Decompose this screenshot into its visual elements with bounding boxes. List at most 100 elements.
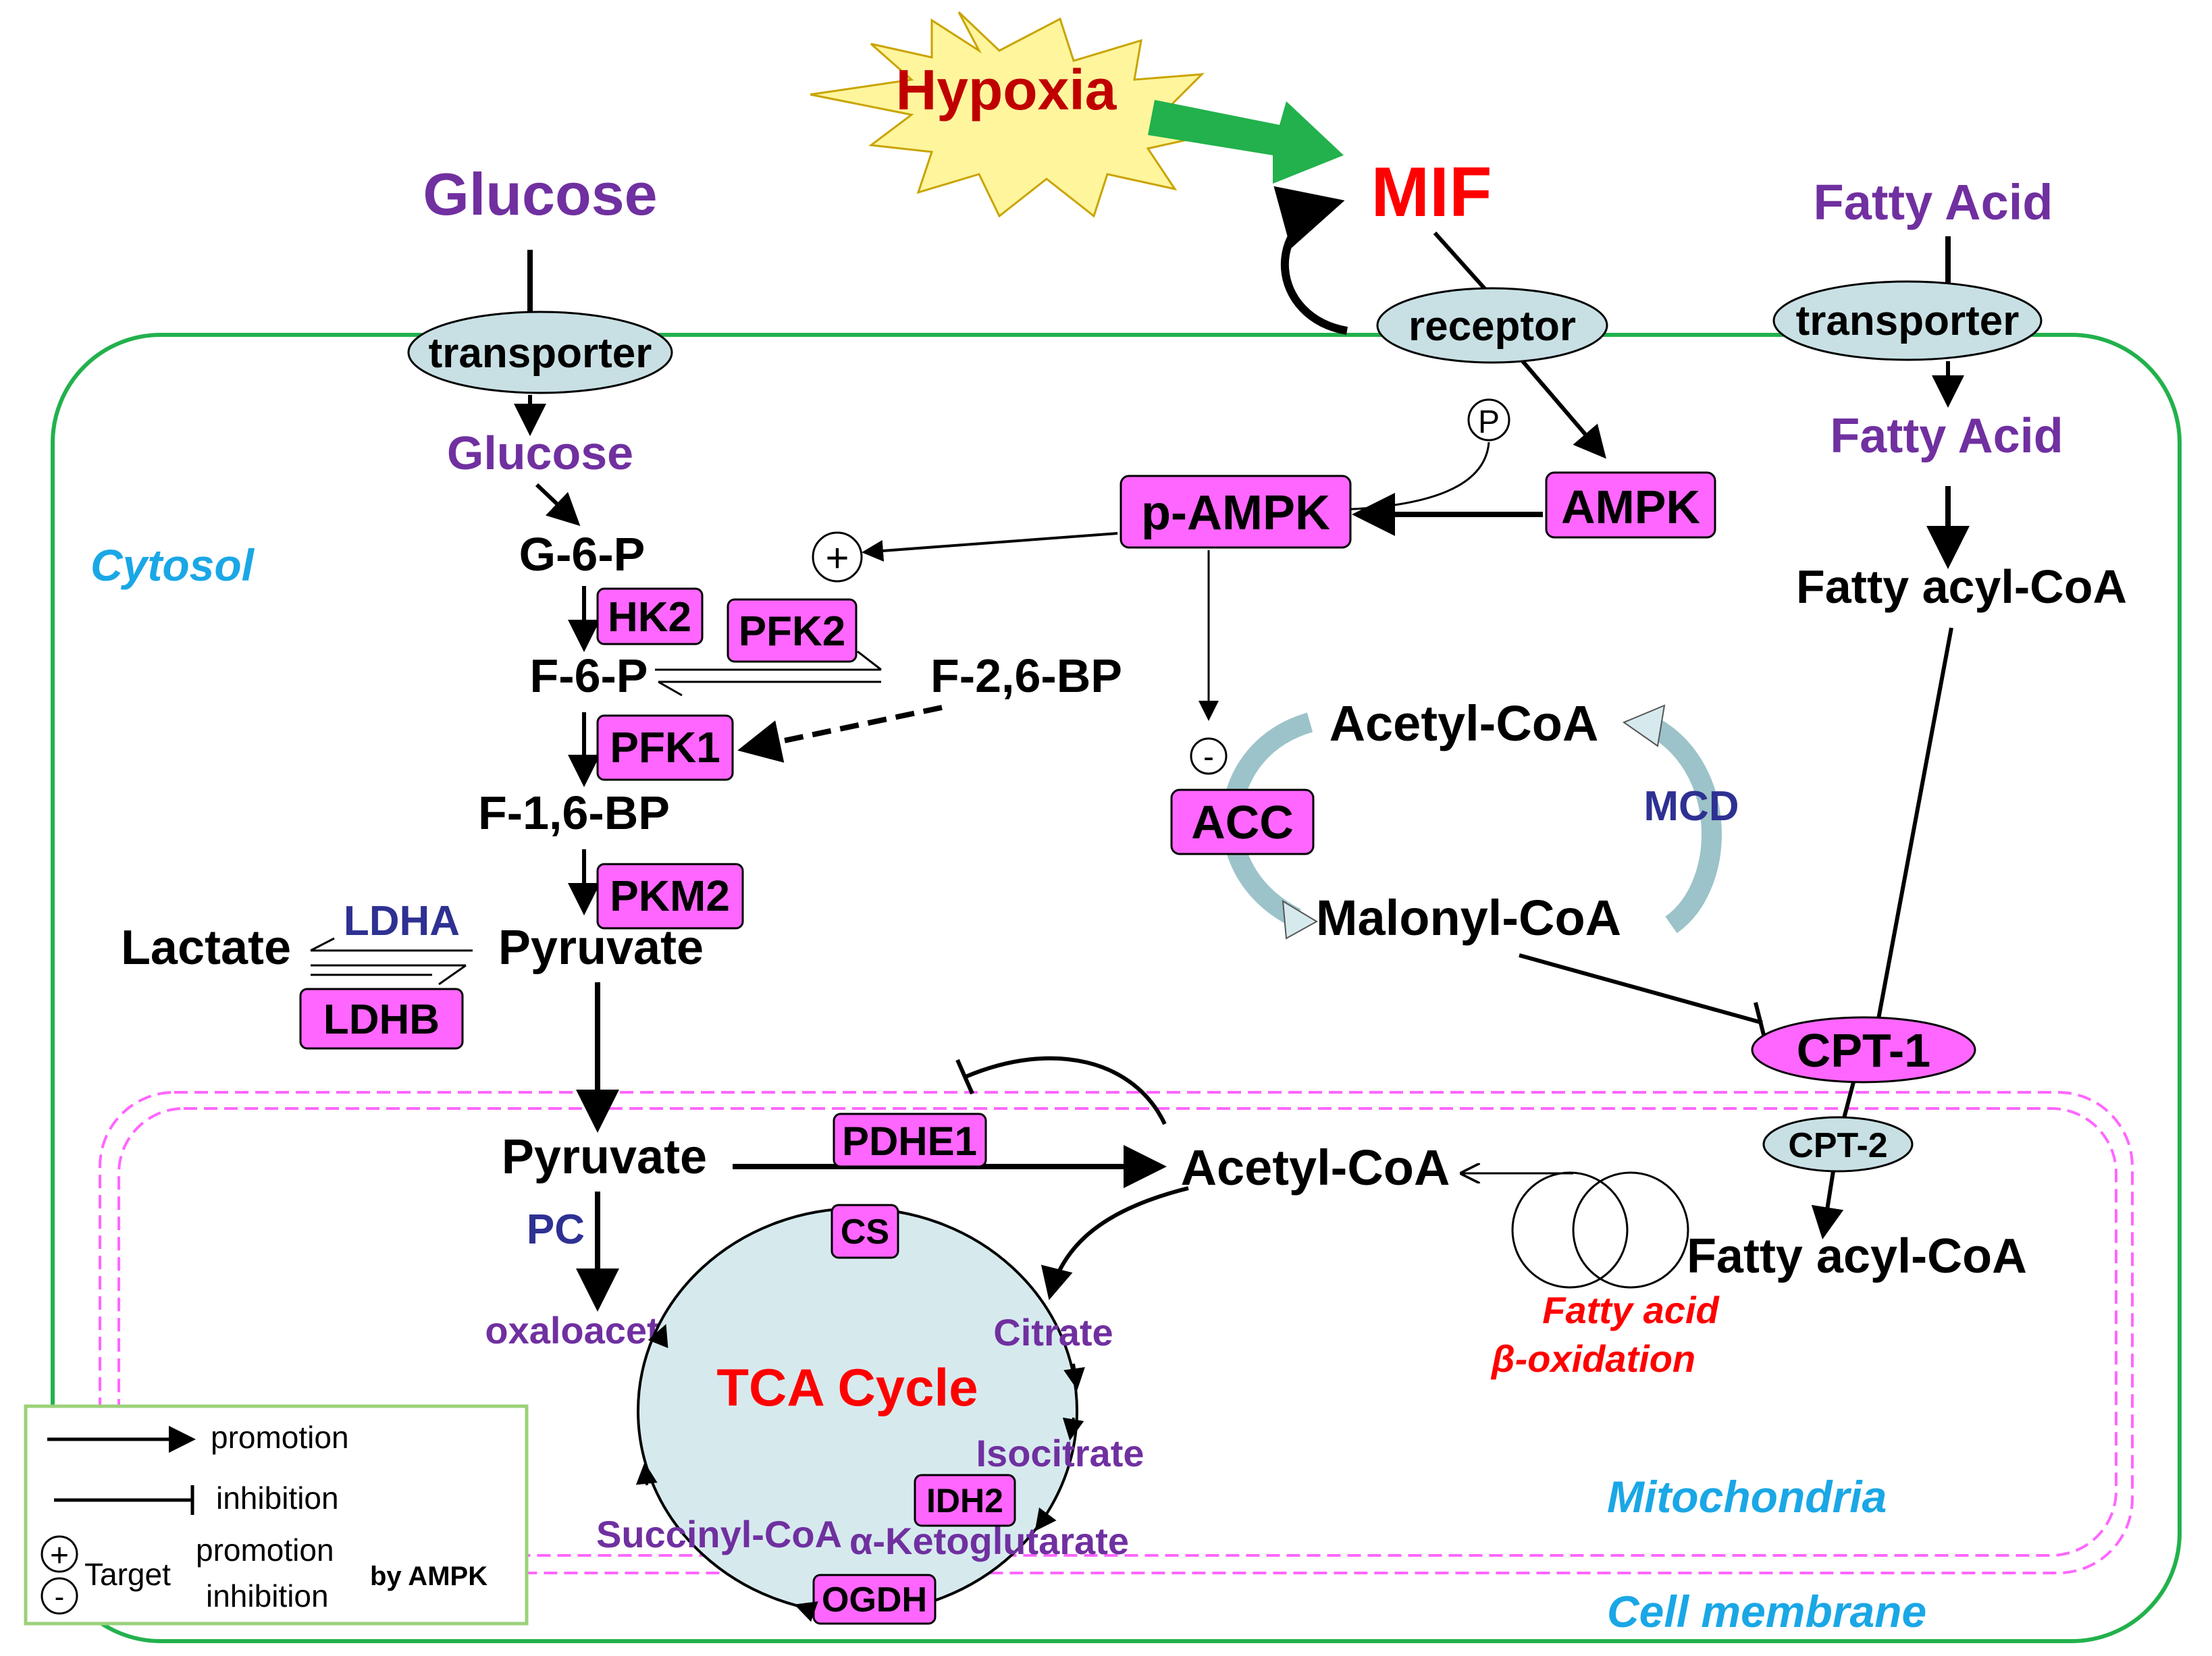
glucose-inside-label: Glucose: [447, 427, 633, 479]
cpt2-ellipse: [1762, 1116, 1914, 1173]
minus-marker-icon: [1190, 737, 1228, 775]
receptor-ellipse: [1376, 287, 1608, 364]
mitochondria-inner-membrane: [117, 1107, 2117, 1557]
cpt1-cpt2-line: [1841, 1081, 1855, 1121]
fatty-acid-inside-label: Fatty Acid: [1830, 409, 2063, 463]
tca-acetyl-coa-label: Acetyl-CoA: [1181, 1140, 1450, 1196]
pfk1-label: PFK1: [610, 723, 720, 772]
ldhb-box: [299, 988, 464, 1050]
acc-label: ACC: [1191, 796, 1294, 849]
glucose-transporter: [407, 311, 673, 394]
cell-membrane-label: Cell membrane: [1607, 1586, 1926, 1636]
fatty-acyl-coa-label: Fatty acyl-CoA: [1796, 560, 2127, 613]
hypoxia-starburst: [810, 11, 1211, 218]
cpt1-ellipse: [1751, 1016, 1976, 1084]
legend-box: [24, 1404, 529, 1626]
pyruvate-to-lactate-barb: [310, 937, 335, 952]
legend-plus: +: [50, 1538, 69, 1574]
legend-minus-icon: [41, 1577, 78, 1615]
mcd-label: MCD: [1643, 783, 1739, 830]
pyruvate-label: Pyruvate: [498, 921, 704, 975]
tca-arrow-5: [635, 1462, 658, 1486]
legend-promotion-label: promotion: [211, 1420, 349, 1455]
legend-target-inhibition: inhibition: [206, 1578, 329, 1613]
f16bp-label: F-1,6-BP: [478, 786, 670, 839]
ogdh-box: [812, 1574, 937, 1625]
hypoxia-to-mif-arrow: [1148, 100, 1344, 184]
fatty-acid-transporter: [1772, 280, 2043, 361]
p-ampk-label: p-AMPK: [1141, 486, 1330, 540]
ldhb-label: LDHB: [323, 996, 440, 1043]
cpt2-acyl-arrow: [1811, 1171, 1844, 1239]
hk2-box: [596, 587, 704, 645]
p-ampk-box: [1120, 475, 1352, 549]
malonyl-coa-label: Malonyl-CoA: [1316, 890, 1621, 946]
mcd-curved-arrow: [1643, 714, 1722, 934]
glucose-to-g6p-arrow: [535, 483, 581, 527]
pfk2-box: [727, 598, 858, 663]
mitochondria-outer-membrane: [99, 1091, 2134, 1574]
pdhe1-box: [833, 1113, 987, 1168]
acetyl-pdhe1-inhibition-bar: [955, 1059, 974, 1095]
glucose-transporter-label: transporter: [429, 330, 652, 377]
legend-plus-icon: [41, 1535, 78, 1573]
legend-target-label: Target: [84, 1557, 171, 1592]
cpt2-label: CPT-2: [1788, 1126, 1887, 1165]
acetyl-coa-cyto-label: Acetyl-CoA: [1329, 695, 1599, 751]
plus-marker-icon: [812, 531, 863, 583]
pkm2-label: PKM2: [610, 872, 730, 920]
plus-marker: +: [825, 535, 849, 581]
f6p-f26bp-forward-barb: [857, 650, 882, 671]
f26bp-label: F-2,6-BP: [930, 649, 1122, 702]
acyl-cpt1-line: [1875, 627, 1953, 1027]
pfk2-label: PFK2: [739, 608, 845, 655]
mif-feedback-arrow: [1273, 186, 1348, 335]
beta-ox-circle-2: [1572, 1171, 1689, 1289]
hk2-label: HK2: [608, 594, 691, 641]
fatty-acyl-coa-mito-label: Fatty acyl-CoA: [1687, 1229, 2027, 1283]
pampk-to-plus-arrow: [862, 532, 1118, 562]
phospho-label: P: [1478, 404, 1500, 440]
pfk1-box: [596, 714, 734, 781]
acetyl-to-citrate-arrow: [1041, 1186, 1189, 1300]
ampk-label: AMPK: [1561, 481, 1700, 533]
lactate-to-pyruvate-barb: [438, 964, 467, 986]
succinyl-label: Succinyl-CoA: [596, 1513, 842, 1555]
legend-inhibition-label: inhibition: [216, 1480, 339, 1516]
receptor-ampk-arrow: [1521, 360, 1606, 459]
f26bp-to-pfk1-dashed: [737, 705, 943, 763]
minus-marker: -: [1203, 739, 1214, 775]
tca-arrow-4: [794, 1601, 818, 1622]
cell-membrane: [51, 333, 2182, 1643]
tca-cycle-title: TCA Cycle: [716, 1358, 978, 1417]
ampk-box: [1545, 471, 1716, 539]
cs-box: [831, 1204, 899, 1259]
glucose-outside-label: Glucose: [423, 161, 657, 228]
mif-label: MIF: [1371, 153, 1492, 232]
cs-label: CS: [841, 1212, 889, 1252]
phospho-icon: [1467, 398, 1510, 442]
beta-ox-label-1: Fatty acid: [1542, 1289, 1720, 1331]
akg-label: α-Ketoglutarate: [849, 1520, 1129, 1562]
fatty-acid-outside-label: Fatty Acid: [1814, 174, 2053, 230]
legend-target-promotion: promotion: [196, 1532, 334, 1568]
cytosol-label: Cytosol: [90, 540, 255, 590]
acetyl-pdhe1-inhibition: [964, 1056, 1167, 1125]
idh2-box: [914, 1474, 1016, 1527]
tca-arrow-3: [1034, 1507, 1057, 1532]
pc-label: PC: [527, 1206, 585, 1253]
acc-curved-arrowhead: [1282, 900, 1318, 940]
mcd-curved-arrowhead: [1622, 704, 1666, 747]
hypoxia-label: Hypoxia: [896, 58, 1117, 122]
acc-box: [1170, 789, 1315, 855]
legend-minus: -: [55, 1580, 65, 1613]
phospho-arrow: [1340, 442, 1490, 511]
idh2-label: IDH2: [926, 1482, 1003, 1520]
ogdh-label: OGDH: [822, 1580, 927, 1620]
pkm2-box: [596, 863, 744, 930]
tca-arrow-2: [1062, 1417, 1084, 1441]
ldha-label: LDHA: [344, 898, 460, 944]
lactate-label: Lactate: [121, 921, 291, 975]
beta-ox-label-2: β-oxidation: [1490, 1337, 1695, 1380]
